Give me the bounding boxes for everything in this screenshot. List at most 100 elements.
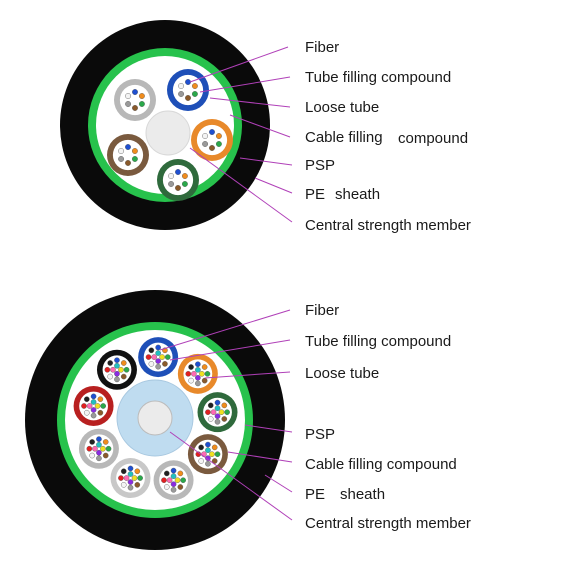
bottom-tube-8-fiber-3 [100, 403, 106, 409]
bottom-tube-3-fiber-6 [207, 416, 214, 422]
bottom-tube-5-fiber-8 [163, 470, 170, 477]
bottom-tube-8-fiber-5 [90, 412, 97, 419]
bottom-loose-tube-8 [73, 385, 114, 426]
top-tube-3-fiber-2 [181, 173, 188, 179]
bottom-tube-8-fiber-12 [90, 399, 97, 405]
top-tube-1-fiber-1 [185, 79, 191, 85]
bottom-tube-5-fiber-4 [177, 484, 184, 490]
top-leader-loose-tube [209, 97, 291, 108]
bottom-tube-3-fiber-10 [214, 413, 221, 419]
bottom-leader-fiber [159, 309, 291, 351]
bottom-tube-1-fiber-4 [162, 361, 168, 367]
bottom-tube-9-fiber-8 [107, 360, 113, 366]
bottom-tube-6-fiber-1 [127, 465, 134, 472]
top-tube-1-fiber-2 [191, 83, 198, 89]
bottom-tube-5-fiber-10 [170, 481, 177, 488]
bottom-label-pe: PE [305, 486, 325, 503]
bottom-tube-8-fiber-6 [83, 409, 90, 416]
top-tube-5-fiber-1 [132, 89, 138, 95]
top-label-compound: compound [398, 130, 468, 147]
top-loose-tube-2 [191, 119, 233, 161]
top-tube-2-fiber-4 [209, 145, 215, 151]
bottom-label-loose-tube: Loose tube [305, 365, 379, 382]
top-tube-5-fiber-3 [138, 101, 145, 107]
bottom-tube-9-fiber-5 [114, 376, 120, 383]
bottom-tube-5-fiber-6 [163, 484, 170, 490]
bottom-leader-loose-tube [204, 371, 291, 379]
bottom-tube-2-fiber-6 [188, 377, 194, 384]
bottom-tube-2-fiber-2 [201, 364, 208, 370]
bottom-tube-5-fiber-12 [170, 473, 177, 480]
bottom-label-sheath: sheath [340, 486, 385, 503]
bottom-tube-1-fiber-1 [155, 344, 161, 351]
bottom-tube-3-fiber-4 [221, 416, 228, 422]
bottom-tube-8-fiber-11 [86, 403, 93, 409]
bottom-leader-strength-member [169, 431, 293, 521]
bottom-tube-3-fiber-5 [214, 418, 221, 425]
bottom-tube-9-fiber-7 [104, 366, 111, 373]
top-labels: Fiber Tube filling compound Loose tube C… [305, 39, 471, 234]
top-tube-2-fiber-1 [209, 129, 215, 135]
top-leader-pe-sheath [254, 177, 293, 194]
top-cable [60, 20, 270, 230]
bottom-tube-2-fiber-7 [185, 371, 192, 377]
bottom-loose-tube-5 [153, 460, 194, 501]
bottom-tube-5-fiber-11 [166, 477, 173, 484]
top-tube-4-fiber-4 [125, 160, 131, 166]
bottom-tube-5-fiber-1 [170, 467, 177, 474]
top-label-cable-filling: Cable filling [305, 129, 383, 146]
top-tube-gel-1 [172, 74, 204, 106]
bottom-tube-6-fiber-7 [118, 475, 124, 481]
bottom-tube-9-fiber-12 [114, 362, 120, 369]
bottom-leader-pe-sheath [264, 474, 293, 493]
bottom-label-fiber: Fiber [305, 302, 339, 319]
bottom-tube-2-fiber-10 [195, 375, 201, 381]
bottom-tube-3-fiber-12 [214, 405, 221, 411]
bottom-tube-6-fiber-9 [131, 475, 138, 481]
top-loose-tube-3 [157, 159, 199, 201]
top-leader-strength-member [189, 147, 293, 223]
top-tube-gel-2 [196, 124, 228, 156]
bottom-leader-psp [244, 424, 293, 433]
bottom-tube-6-fiber-11 [123, 475, 130, 481]
top-loose-tube-5 [114, 79, 156, 121]
top-tube-3-fiber-3 [181, 181, 188, 187]
top-label-sheath: sheath [335, 186, 380, 203]
bottom-tube-4-fiber-3 [214, 451, 221, 457]
bottom-tube-8-fiber-2 [97, 396, 104, 402]
bottom-loose-tube-4 [187, 434, 228, 475]
top-loose-tube-1 [167, 69, 209, 111]
bottom-tube-2-fiber-11 [191, 371, 197, 377]
bottom-tube-9-fiber-9 [118, 366, 124, 373]
bottom-tube-7-fiber-11 [92, 445, 98, 452]
bottom-loose-tube-9 [96, 349, 137, 390]
top-central-strength-member [145, 110, 191, 156]
bottom-tube-1-fiber-9 [159, 354, 165, 360]
bottom-tube-5-fiber-9 [174, 477, 181, 484]
bottom-label-psp: PSP [305, 426, 335, 443]
bottom-tube-7-fiber-10 [96, 449, 102, 456]
bottom-tube-7-fiber-4 [102, 452, 109, 459]
bottom-tube-3-fiber-9 [218, 409, 225, 415]
top-tube-2-fiber-2 [215, 133, 222, 139]
top-tube-2-fiber-5 [202, 141, 209, 147]
bottom-cable [25, 290, 285, 550]
top-tube-4-fiber-1 [125, 144, 131, 150]
bottom-tube-2-fiber-8 [188, 364, 194, 370]
bottom-tube-7-fiber-9 [100, 445, 106, 452]
top-tube-1-fiber-5 [178, 91, 185, 97]
bottom-tube-3-fiber-11 [210, 409, 217, 415]
bottom-tube-7-fiber-12 [96, 441, 102, 448]
bottom-loose-tube-7 [78, 428, 119, 469]
top-label-fiber: Fiber [305, 39, 339, 56]
top-leader-cable-filling [229, 114, 291, 138]
bottom-tube-2-fiber-1 [195, 361, 201, 368]
bottom-tube-3-fiber-3 [224, 409, 230, 415]
bottom-tube-5-fiber-2 [177, 470, 184, 477]
bottom-tube-4-fiber-12 [205, 447, 211, 453]
bottom-tube-8-fiber-10 [90, 407, 97, 413]
top-tube-1-fiber-3 [191, 91, 198, 97]
bottom-tube-2-fiber-3 [204, 371, 211, 377]
bottom-tube-9-fiber-1 [114, 357, 120, 363]
